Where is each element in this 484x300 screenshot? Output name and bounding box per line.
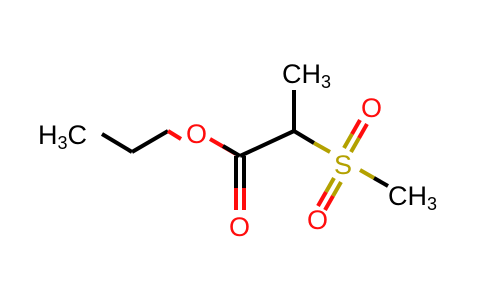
atom-sulfonyl-oxygen-bottom: O bbox=[307, 205, 328, 235]
atom-sulfonyl-methyl-sub: 3 bbox=[427, 194, 437, 214]
bond-alpha-s bbox=[292, 129, 316, 145]
atom-ester-oxygen: O bbox=[186, 119, 207, 149]
atom-ethyl-methyl-sub: 3 bbox=[58, 133, 68, 153]
atom-alpha-methyl: CH3 bbox=[282, 59, 331, 92]
atom-sulfonyl-oxygen-top: O bbox=[361, 93, 382, 123]
bond-s-obottom-2 bbox=[331, 181, 343, 197]
bond-ch2-oester bbox=[166, 129, 183, 141]
bond-s-otop-2-o bbox=[357, 123, 369, 139]
bond-s-obottom-1-o bbox=[316, 191, 328, 207]
bond-s-otop-2 bbox=[349, 137, 361, 153]
bond-s-methyl-c bbox=[373, 176, 389, 188]
atom-sulfur: S bbox=[334, 150, 352, 180]
bond-methyl-ch2 bbox=[100, 132, 134, 154]
atom-alpha-methyl-sub: 3 bbox=[321, 72, 331, 92]
bond-s-otop-1 bbox=[342, 133, 354, 149]
atom-sulfonyl-methyl-ch: CH bbox=[388, 181, 427, 211]
bond-ch2-main bbox=[130, 129, 170, 154]
atom-carbonyl-oxygen: O bbox=[229, 212, 250, 242]
bond-s-obottom-2-o bbox=[323, 195, 335, 211]
bond-s-obottom-1 bbox=[324, 177, 336, 193]
atom-ethyl-methyl-c: C bbox=[68, 120, 88, 150]
bond-s-otop-1-o bbox=[350, 119, 362, 135]
atom-ethyl-methyl: H3C bbox=[38, 120, 87, 153]
atom-ethyl-methyl-h: H bbox=[38, 120, 58, 150]
bond-s-methyl bbox=[359, 168, 375, 180]
atom-sulfonyl-methyl: CH3 bbox=[388, 181, 437, 214]
bond-alpha-s-s bbox=[313, 141, 331, 154]
bond-oester-carbonyl-c bbox=[221, 144, 242, 158]
atom-alpha-methyl-ch: CH bbox=[282, 59, 321, 89]
bond-carbonyl-alpha bbox=[239, 129, 295, 158]
